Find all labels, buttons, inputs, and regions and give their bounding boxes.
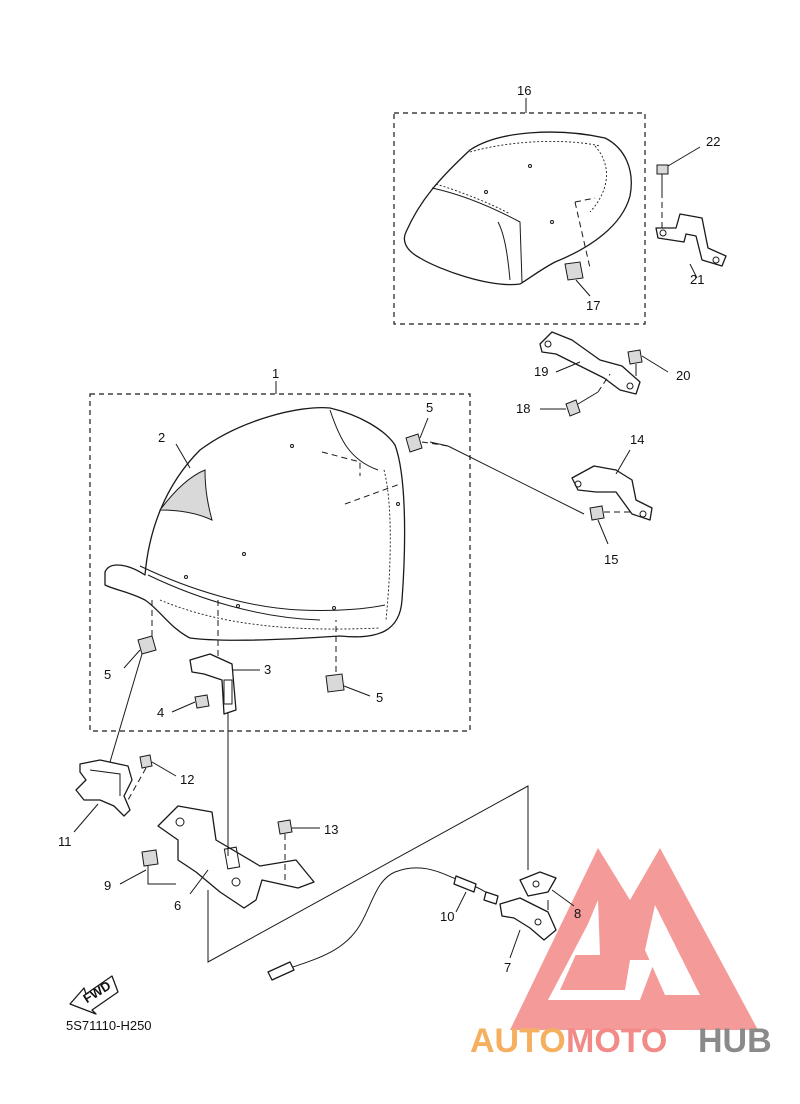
nut-4 bbox=[194, 694, 210, 709]
damper-5-bottom bbox=[325, 673, 345, 693]
callout-6: 6 bbox=[174, 898, 181, 913]
rider-seat-box bbox=[89, 393, 471, 732]
emblem-2 bbox=[158, 469, 213, 521]
bolt-15 bbox=[589, 505, 605, 521]
bracket-6 bbox=[157, 805, 315, 909]
damper-17 bbox=[564, 261, 584, 281]
callout-20: 20 bbox=[676, 368, 690, 383]
callout-22: 22 bbox=[706, 134, 720, 149]
callout-19: 19 bbox=[534, 364, 548, 379]
bolt-13 bbox=[277, 819, 293, 835]
bolt-12-group bbox=[127, 754, 177, 801]
bolt-12 bbox=[139, 754, 153, 769]
callout-17: 17 bbox=[586, 298, 600, 313]
passenger-seat-group bbox=[393, 98, 646, 325]
rider-seat-1 bbox=[104, 406, 406, 641]
damper-5-left bbox=[137, 635, 157, 655]
bolt-13-group bbox=[277, 819, 320, 880]
callout-4: 4 bbox=[157, 705, 164, 720]
cable-10-group bbox=[267, 867, 499, 981]
bracket-11 bbox=[75, 759, 133, 817]
bracket-14-group bbox=[571, 449, 653, 545]
bracket-21 bbox=[655, 213, 727, 267]
rider-seat-group bbox=[89, 381, 471, 732]
damper-5-top bbox=[405, 433, 423, 453]
bracket-6-group bbox=[157, 805, 315, 909]
callout-13: 13 bbox=[324, 822, 338, 837]
callout-7: 7 bbox=[504, 960, 511, 975]
callout-3: 3 bbox=[264, 662, 271, 677]
callout-5-top: 5 bbox=[426, 400, 433, 415]
latch-group bbox=[499, 871, 575, 959]
nut-9-group bbox=[119, 849, 176, 885]
bolt-18 bbox=[565, 399, 581, 417]
passenger-seat-16 bbox=[403, 131, 632, 286]
callout-15: 15 bbox=[604, 552, 618, 567]
callout-2: 2 bbox=[158, 430, 165, 445]
bolt-20 bbox=[627, 349, 643, 365]
callout-9: 9 bbox=[104, 878, 111, 893]
automotohub-logo bbox=[510, 848, 758, 1030]
plate-8 bbox=[519, 871, 557, 897]
passenger-bracket-group bbox=[655, 146, 727, 279]
diagram-code: 5S71110-H250 bbox=[66, 1018, 152, 1033]
bolt-22 bbox=[656, 164, 669, 175]
watermark-hub: HUB bbox=[698, 1022, 772, 1060]
seat-bracket-19-group bbox=[539, 331, 669, 417]
callout-8: 8 bbox=[574, 906, 581, 921]
callout-10: 10 bbox=[440, 909, 454, 924]
callout-1: 1 bbox=[272, 366, 279, 381]
bracket-11-group bbox=[73, 759, 133, 833]
callout-12: 12 bbox=[180, 772, 194, 787]
callout-18: 18 bbox=[516, 401, 530, 416]
fwd-arrow-icon: FWD bbox=[69, 975, 119, 1015]
watermark-moto: MOTO bbox=[566, 1022, 667, 1060]
callout-5-bottom: 5 bbox=[376, 690, 383, 705]
watermark-auto: AUTO bbox=[470, 1022, 566, 1060]
latch-7 bbox=[499, 897, 557, 941]
nut-9 bbox=[141, 849, 159, 867]
bracket-19 bbox=[539, 331, 641, 395]
callout-5-left: 5 bbox=[104, 667, 111, 682]
callout-16: 16 bbox=[517, 83, 531, 98]
automotohub-watermark-text: AUTO MOTO HUB bbox=[470, 1022, 772, 1060]
passenger-seat-box bbox=[393, 112, 646, 325]
callout-11: 11 bbox=[58, 834, 72, 849]
callout-14: 14 bbox=[630, 432, 644, 447]
callout-21: 21 bbox=[690, 272, 704, 287]
bracket-14 bbox=[571, 465, 653, 521]
